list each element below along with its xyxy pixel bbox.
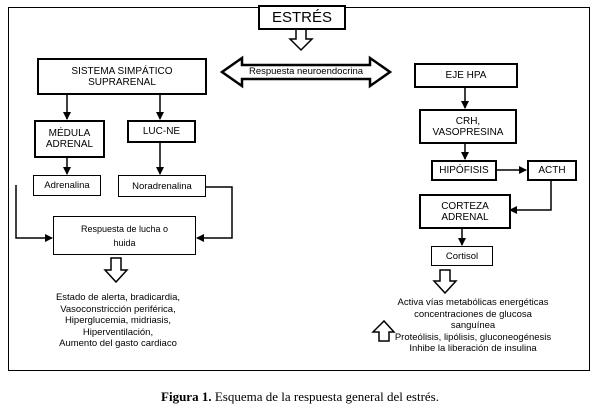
noradrenalina-box: Noradrenalina: [118, 175, 206, 197]
acth-label: ACTH: [538, 165, 566, 176]
right-effects: Activa vías metabólicas energéticas conc…: [368, 297, 578, 355]
stress-down-arrow: [288, 28, 314, 52]
right-effect-item: sanguínea: [450, 320, 496, 331]
lucne-box: LUC-NE: [127, 120, 196, 143]
lucha-box: Respuesta de lucha o huida: [53, 216, 196, 255]
glucose-up-arrow: [371, 319, 396, 342]
left-effect-item: Estado de alerta, bradicardia,: [55, 292, 181, 303]
simpatico-line1: SISTEMA SIMPÁTICO: [71, 65, 173, 77]
arrow-acth-corteza: [509, 181, 552, 214]
lucne-label: LUC-NE: [142, 126, 181, 137]
right-effect-item: Activa vías metabólicas energéticas: [397, 297, 549, 308]
arrow-noradrenalina-lucha: [196, 186, 233, 242]
lucha-down-arrow: [103, 257, 129, 284]
simpatico-box: SISTEMA SIMPÁTICO SUPRARENAL: [37, 58, 207, 95]
adrenalina-box: Adrenalina: [33, 175, 101, 196]
adrenalina-label: Adrenalina: [44, 180, 90, 191]
eje-hpa-label: EJE HPA: [445, 70, 487, 81]
neuroendocrine-double-arrow: [219, 55, 393, 89]
crh-line2: VASOPRESINA: [432, 126, 504, 138]
caption-label: Figura 1.: [161, 389, 212, 404]
left-effect-item: Hiperventilación,: [82, 326, 154, 338]
left-effect-item: Vasoconstricción periférica,: [60, 303, 176, 315]
caption-text: Esquema de la respuesta general del estr…: [211, 389, 439, 404]
crh-line1: CRH,: [455, 115, 481, 127]
stress-label: ESTRÉS: [271, 9, 332, 26]
lucha-line1: Respuesta de lucha o: [80, 223, 169, 234]
hipofisis-box: HIPÓFISIS: [431, 160, 497, 181]
medula-line2: ADRENAL: [45, 139, 94, 150]
left-effects: Estado de alerta, bradicardia, Vasoconst…: [28, 292, 208, 350]
corteza-line1: CORTEZA: [441, 200, 489, 212]
neuroendocrine-label: Respuesta neuroendocrina: [248, 66, 364, 77]
eje-hpa-box: EJE HPA: [414, 63, 518, 88]
corteza-line2: ADRENAL: [441, 211, 489, 223]
cortisol-down-arrow: [432, 269, 458, 295]
noradrenalina-label: Noradrenalina: [132, 180, 192, 192]
corteza-box: CORTEZA ADRENAL: [419, 194, 511, 229]
right-effect-item: Inhibe la liberación de insulina: [409, 343, 537, 354]
hipofisis-label: HIPÓFISIS: [439, 165, 489, 176]
simpatico-line2: SUPRARENAL: [88, 76, 156, 88]
right-effect-item: Proteólisis, lipólisis, gluconeogénesis: [394, 331, 552, 343]
cortisol-box: Cortisol: [431, 246, 493, 266]
medula-line1: MÉDULA: [48, 128, 91, 139]
left-effect-item: Aumento del gasto cardiaco: [59, 338, 177, 349]
medula-box: MÉDULA ADRENAL: [34, 120, 105, 158]
figure-caption: Figura 1. Esquema de la respuesta genera…: [0, 389, 600, 405]
cortisol-label: Cortisol: [445, 250, 479, 262]
crh-box: CRH, VASOPRESINA: [419, 109, 517, 144]
stress-box: ESTRÉS: [258, 5, 346, 30]
arrow-adrenalina-lucha: [15, 185, 53, 242]
left-effect-item: Hiperglucemia, midriasis,: [64, 315, 172, 326]
lucha-line2: huida: [113, 237, 136, 248]
right-effect-item: concentraciones de glucosa: [414, 308, 532, 320]
acth-box: ACTH: [527, 160, 577, 181]
